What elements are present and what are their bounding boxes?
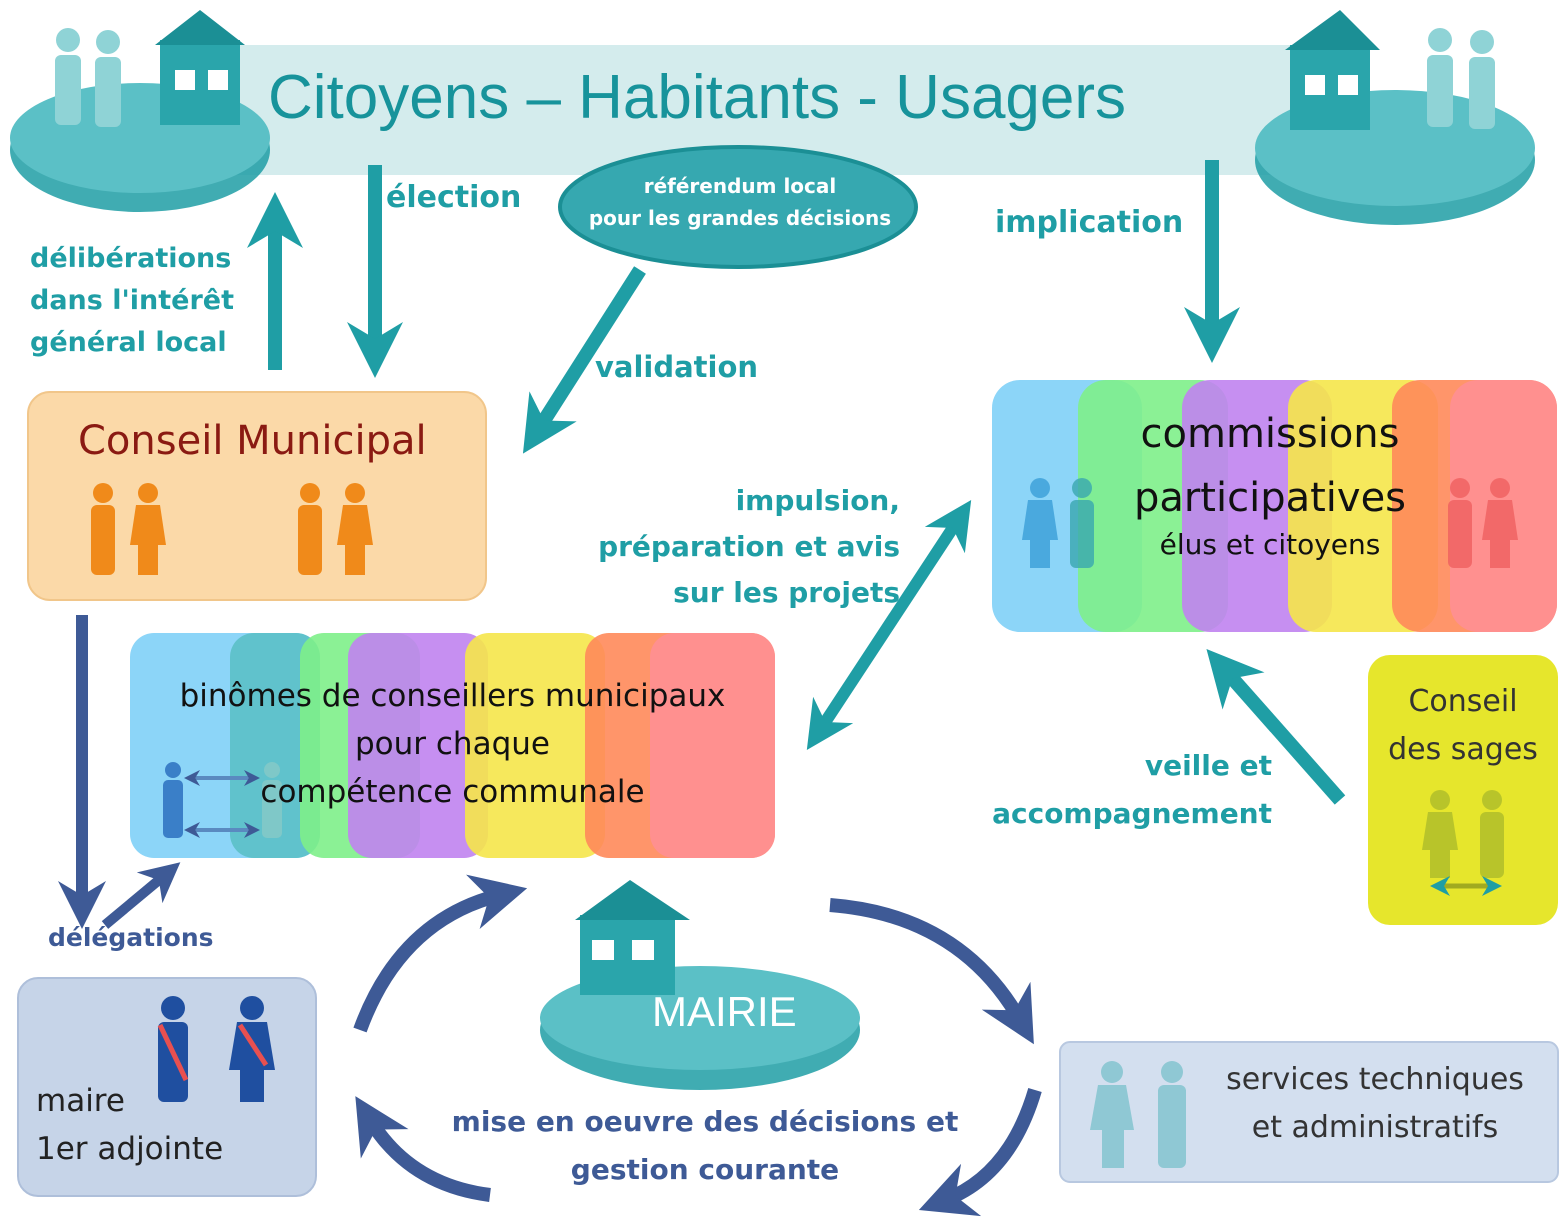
impulsion-line-3: sur les projets xyxy=(673,576,900,609)
binomes-line-1: binômes de conseillers municipaux xyxy=(179,678,726,714)
sages-line-1: Conseil xyxy=(1408,684,1518,719)
maire-people-icon xyxy=(157,996,275,1102)
services-people-icon xyxy=(1090,1061,1186,1168)
referendum-line-2: pour les grandes décisions xyxy=(588,206,892,230)
maire-line-1: maire xyxy=(36,1083,125,1119)
veille-line-2: accompagnement xyxy=(992,797,1272,830)
mairie-label: MAIRIE xyxy=(652,988,797,1035)
deliberations-line-3: général local xyxy=(30,327,227,358)
services-line-2: et administratifs xyxy=(1251,1110,1499,1145)
election-label: élection xyxy=(386,180,522,215)
impulsion-label: impulsion, préparation et avis sur les p… xyxy=(560,478,900,616)
binomes-people-icon xyxy=(163,762,282,838)
deliberations-line-2: dans l'intérêt xyxy=(30,285,234,316)
veille-label: veille et accompagnement xyxy=(970,742,1272,838)
binomes-line-2: pour chaque xyxy=(355,726,550,762)
services-line-1: services techniques xyxy=(1226,1062,1524,1097)
commissions-line-1: commissions xyxy=(1140,411,1400,457)
referendum-label: référendum local pour les grandes décisi… xyxy=(575,170,905,234)
impulsion-line-2: préparation et avis xyxy=(598,530,900,563)
validation-label: validation xyxy=(595,350,759,384)
conseil-people-icon xyxy=(91,483,373,575)
conseil-municipal-title: Conseil Municipal xyxy=(78,418,427,464)
referendum-ellipse xyxy=(558,145,918,269)
maire-label: maire 1er adjointe xyxy=(36,1077,223,1173)
mise-en-oeuvre-line-2: gestion courante xyxy=(570,1153,840,1186)
sages-people-icon xyxy=(1422,790,1504,896)
delegation-up-arrow xyxy=(101,862,181,929)
left-island xyxy=(10,10,270,212)
commissions-line-2: participatives xyxy=(1133,475,1407,521)
commissions-line-3: élus et citoyens xyxy=(1159,528,1381,561)
impulsion-double-arrow xyxy=(806,499,972,751)
sages-line-2: des sages xyxy=(1388,732,1538,767)
binomes-label: binômes de conseillers municipaux pour c… xyxy=(140,672,765,816)
sages-label: Conseil des sages xyxy=(1368,678,1558,774)
mairie-island xyxy=(540,880,860,1090)
commissions-rainbow xyxy=(992,380,1557,632)
cycle-arrow-top-right xyxy=(829,898,1034,1045)
deliberations-label: délibérations dans l'intérêt général loc… xyxy=(30,238,234,364)
veille-line-1: veille et xyxy=(1144,749,1272,782)
commissions-people-icon xyxy=(1022,478,1518,568)
services-label: services techniques et administratifs xyxy=(1200,1056,1550,1152)
title-banner xyxy=(200,45,1330,175)
cycle-arrow-bottom-left xyxy=(355,1096,491,1202)
impulsion-line-1: impulsion, xyxy=(735,484,900,517)
mise-en-oeuvre-line-1: mise en oeuvre des décisions et xyxy=(451,1105,959,1138)
delegations-label: délégations xyxy=(48,923,214,952)
mise-en-oeuvre-label: mise en oeuvre des décisions et gestion … xyxy=(440,1098,970,1194)
maire-line-2: 1er adjointe xyxy=(36,1131,224,1167)
implication-label: implication xyxy=(995,205,1184,240)
page-title: Citoyens – Habitants - Usagers xyxy=(268,63,1127,132)
cycle-arrow-top-left xyxy=(353,874,528,1033)
sages-box xyxy=(1368,655,1558,925)
cycle-arrow-bottom-right xyxy=(918,1088,1042,1217)
binomes-line-3: compétence communale xyxy=(260,774,645,810)
commissions-label: commissions participatives élus et citoy… xyxy=(1100,402,1440,560)
referendum-line-1: référendum local xyxy=(643,174,837,198)
right-island xyxy=(1255,10,1535,225)
veille-arrow xyxy=(1206,649,1346,805)
deliberations-line-1: délibérations xyxy=(30,243,232,274)
validation-arrow xyxy=(522,266,646,454)
